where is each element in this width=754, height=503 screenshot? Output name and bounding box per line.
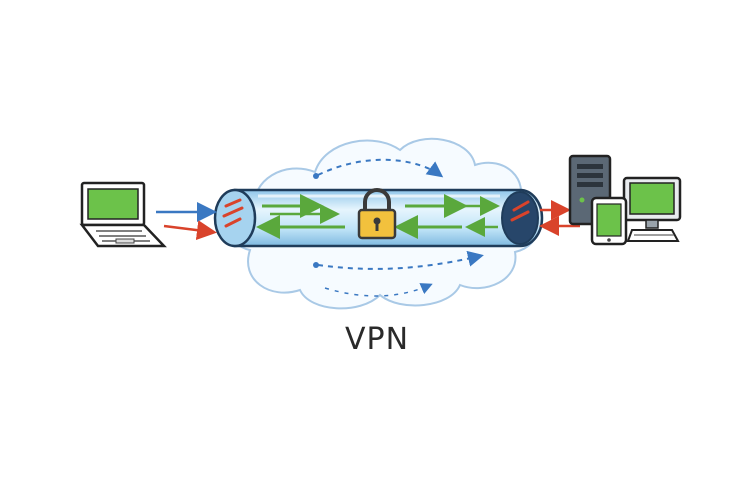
laptop-icon [79,181,167,248]
desktop-monitor-icon [622,176,682,242]
tunnel-traffic-arrows [256,194,500,239]
tunnel-right-red-marks [510,200,530,222]
vpn-caption: VPN [344,322,410,357]
tablet-icon [590,196,628,246]
tablet-screen [596,203,622,237]
cloud-arrow-mid [317,250,484,270]
cloud-arrow-mid-dot [313,262,319,268]
tunnel-left-red-marks [222,198,244,228]
desktop-screen [629,182,675,215]
laptop-arrows [156,202,217,241]
cloud-traffic-arrows [313,158,484,297]
tunnel-right-opening [501,191,539,245]
device-arrows [539,200,580,236]
cloud-arrow-top-dot [313,173,319,179]
laptop-arrow-red [163,220,217,241]
tunnel-left-opening [213,188,257,248]
laptop-screen [87,188,139,220]
padlock-icon [357,188,397,240]
cloud-arrow-bottom [324,283,433,297]
